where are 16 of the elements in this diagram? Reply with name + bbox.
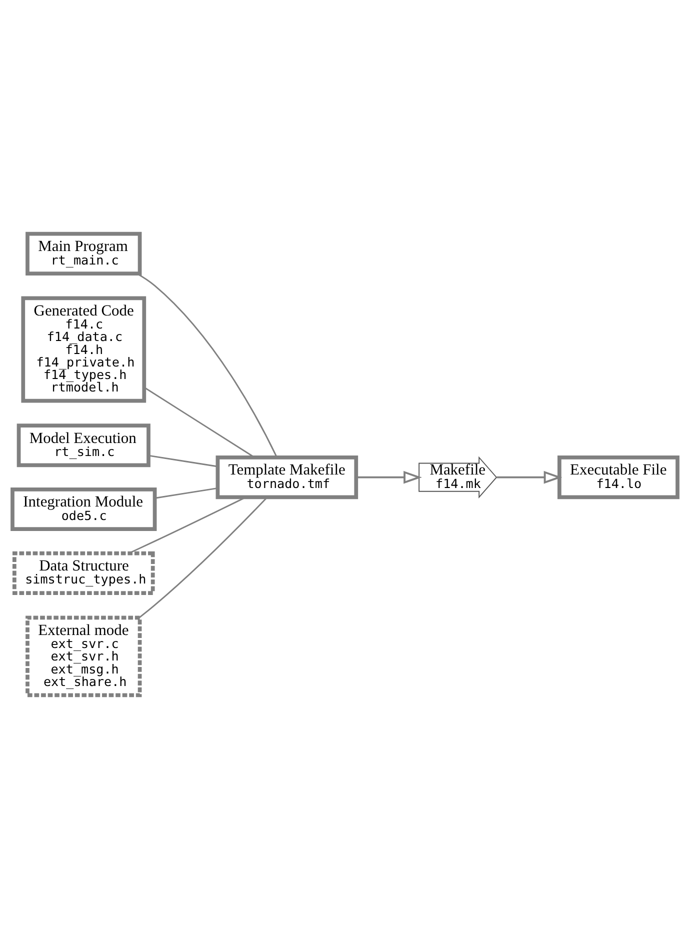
node-box: External mode ext_svr.c ext_svr.h ext_msg.h ext_share.h bbox=[26, 616, 142, 698]
connector bbox=[138, 496, 268, 618]
arrow bbox=[356, 470, 422, 484]
node-box: Integration Module ode5.c bbox=[10, 488, 157, 532]
node-box: Main Program rt_main.c bbox=[26, 232, 142, 276]
node-box: Executable File f14.lo bbox=[557, 456, 680, 500]
arrow bbox=[496, 470, 562, 484]
connector bbox=[136, 273, 278, 458]
connector bbox=[128, 496, 246, 554]
node-box: Template Makefile tornado.tmf bbox=[216, 456, 358, 500]
node-box: Generated Code f14.c f14_data.c f14.h f14_private.h f14_types.h rtmodel.h bbox=[21, 296, 146, 403]
connector bbox=[154, 487, 218, 499]
connector bbox=[144, 386, 255, 458]
node-box: Data Structure simstruc_types.h bbox=[12, 551, 155, 595]
node-box: Model Execution rt_sim.c bbox=[16, 424, 150, 468]
connector bbox=[148, 454, 218, 468]
